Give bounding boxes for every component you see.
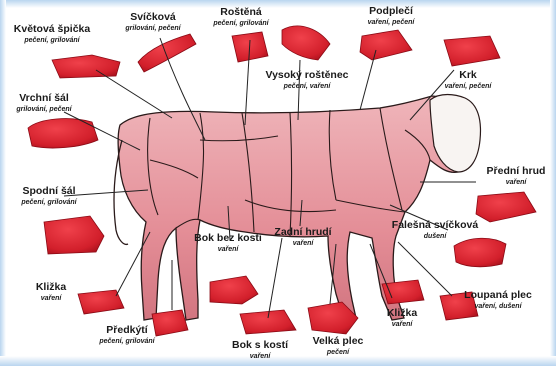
cut-name: Roštěná <box>206 7 276 18</box>
meat-klizka-predni <box>382 280 424 304</box>
cut-name: Falešná svíčková <box>386 220 484 231</box>
cut-methods: vaření <box>20 295 82 302</box>
meat-krk <box>444 36 500 66</box>
meat-rostena-2 <box>282 26 330 60</box>
cut-methods: vaření <box>186 246 270 253</box>
meat-svickova <box>138 34 196 72</box>
cut-methods: pečení, grilování <box>206 20 276 27</box>
cut-methods: vaření, dušení <box>452 303 544 310</box>
cut-methods: pečení, grilování <box>10 37 94 44</box>
cut-name: Velká plec <box>302 336 374 347</box>
meat-falesna-svickova <box>454 238 506 267</box>
cut-name: Bok s kostí <box>222 340 298 351</box>
cut-methods: grilování, pečení <box>6 106 82 113</box>
cut-name: Předkýtí <box>84 325 170 336</box>
cut-name: Spodní šál <box>12 186 86 197</box>
meat-vrchni-sal <box>28 119 98 148</box>
label-velka-plec: Velká plec pečení <box>302 336 374 356</box>
cut-methods: vaření, pečení <box>356 19 426 26</box>
label-predni-hrud: Přední hrud vaření <box>482 166 550 186</box>
label-svickova: Svíčková grilování, pečení <box>118 12 188 32</box>
cut-name: Vysoký roštěnec <box>258 70 356 81</box>
meat-bok-bez-kosti <box>210 276 258 304</box>
label-klizka-zadni: Kližka vaření <box>20 282 82 302</box>
cut-methods: pečení, vaření <box>258 83 356 90</box>
meat-kvetova-spicka <box>52 55 120 78</box>
label-rostena: Roštěná pečení, grilování <box>206 7 276 27</box>
cut-methods: dušení <box>386 233 484 240</box>
label-predkyti: Předkýtí pečení, grilování <box>84 325 170 345</box>
cow-illustration <box>114 95 480 321</box>
label-podpleci: Podplečí vaření, pečení <box>356 6 426 26</box>
label-krk: Krk vaření, pečení <box>436 70 500 90</box>
meat-spodni-sal <box>44 216 104 254</box>
cut-name: Kližka <box>20 282 82 293</box>
label-loupana-plec: Loupaná plec vaření, dušení <box>452 290 544 310</box>
meat-podpleci <box>360 30 412 60</box>
cut-name: Svíčková <box>118 12 188 23</box>
cut-methods: vaření <box>222 353 298 360</box>
cut-name: Zadní hrudí <box>272 226 334 238</box>
cut-name: Květová špička <box>10 24 94 35</box>
label-vysoky-rostenec: Vysoký roštěnec pečení, vaření <box>258 70 356 90</box>
cut-name: Loupaná plec <box>452 290 544 301</box>
cut-methods: pečení <box>302 349 374 356</box>
cut-name: Krk <box>436 70 500 81</box>
label-bok-s-kosti: Bok s kostí vaření <box>222 340 298 360</box>
cut-name: Bok bez kosti <box>186 233 270 244</box>
cut-methods: vaření <box>482 179 550 186</box>
label-bok-bez-kosti: Bok bez kosti vaření <box>186 233 270 253</box>
label-kvetova-spicka: Květová špička pečení, grilování <box>10 24 94 44</box>
cut-methods: pečení, grilování <box>84 338 170 345</box>
cut-name: Přední hrud <box>482 166 550 177</box>
cut-methods: vaření <box>372 321 432 328</box>
label-vrchni-sal: Vrchní šál grilování, pečení <box>6 93 82 113</box>
label-falesna-svickova: Falešná svíčková dušení <box>386 220 484 240</box>
label-klizka-predni: Kližka vaření <box>372 308 432 328</box>
cut-methods: grilování, pečení <box>118 25 188 32</box>
cut-name: Podplečí <box>356 6 426 17</box>
cut-methods: vaření, pečení <box>436 83 500 90</box>
cut-name: Vrchní šál <box>6 93 82 104</box>
label-spodni-sal: Spodní šál pečení, grilování <box>12 186 86 206</box>
cut-name: Kližka <box>372 308 432 319</box>
label-zadni-hrud: Zadní hrudí vaření <box>272 226 334 247</box>
cut-methods: pečení, grilování <box>12 199 86 206</box>
meat-predni-hrud <box>476 192 536 222</box>
meat-bok-s-kosti <box>240 310 296 334</box>
cut-methods: vaření <box>272 240 334 247</box>
